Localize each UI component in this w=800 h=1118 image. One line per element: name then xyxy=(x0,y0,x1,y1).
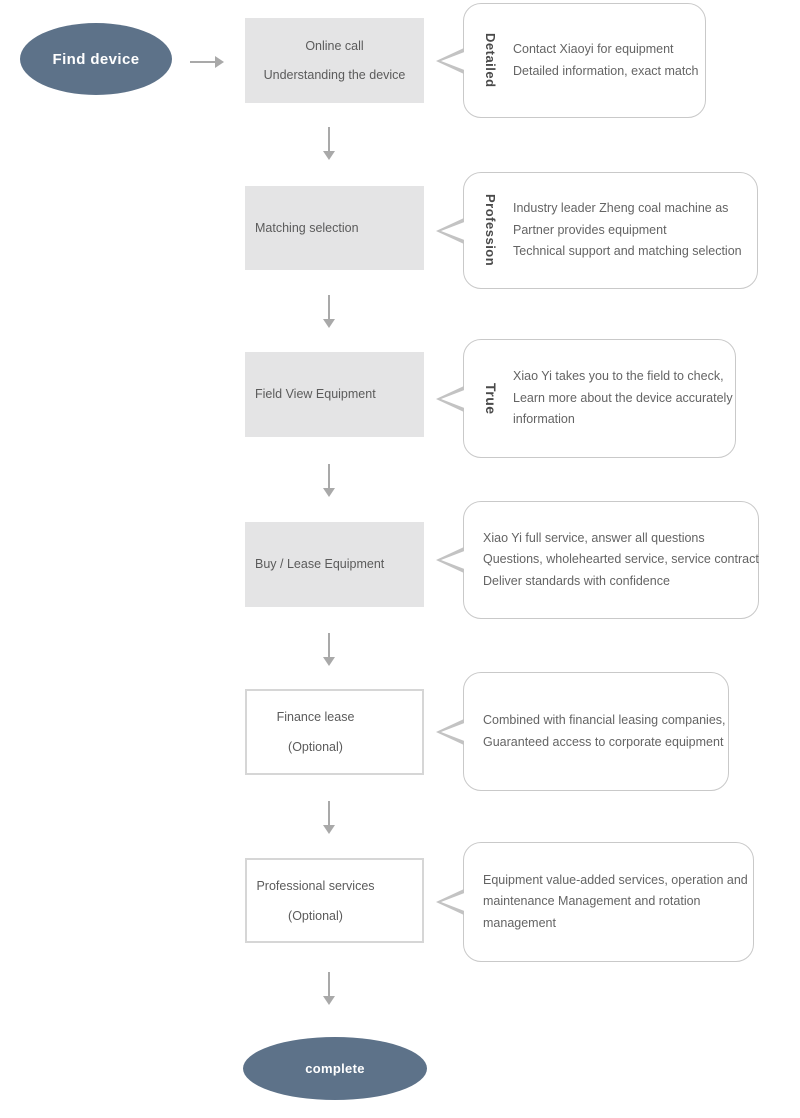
step-box-finance-lease: Finance lease (Optional) xyxy=(245,689,424,775)
callout-text-line: Contact Xiaoyi for equipment xyxy=(513,42,674,56)
start-node-label: Find device xyxy=(52,50,140,68)
callout-text-line: Combined with financial leasing companie… xyxy=(483,713,726,727)
callout-detailed: Detailed Contact Xiaoyi for equipment De… xyxy=(436,3,706,118)
end-node-label: complete xyxy=(305,1061,365,1076)
start-node: Find device xyxy=(20,23,172,95)
callout-text: Xiao Yi takes you to the field to check,… xyxy=(513,366,733,431)
arrow-shaft xyxy=(328,127,330,151)
arrow-head xyxy=(323,657,335,666)
end-node: complete xyxy=(243,1037,427,1100)
step-box-label: Understanding the device xyxy=(263,67,406,82)
callout-text-line: Guaranteed access to corporate equipment xyxy=(483,734,724,749)
step-box-label: Professional services xyxy=(256,878,375,893)
step-box-label: Matching selection xyxy=(255,220,359,235)
callout-text-line: maintenance Management and rotation xyxy=(483,894,701,909)
callout-text: Equipment value-added services, operatio… xyxy=(483,870,748,935)
callout-text-line: Questions, wholehearted service, service… xyxy=(483,552,759,567)
arrow-shaft xyxy=(190,61,215,63)
arrow-head xyxy=(215,56,224,68)
step-box-label: Online call xyxy=(305,38,364,53)
arrow-shaft xyxy=(328,464,330,488)
step-box-label: (Optional) xyxy=(288,740,343,754)
callout-tag-label: Profession xyxy=(483,194,498,267)
callout-text-line: Technical support and matching selection xyxy=(513,244,742,259)
callout-text-line: information xyxy=(513,412,575,427)
arrow-head xyxy=(323,151,335,160)
arrow-shaft xyxy=(328,972,330,996)
callout-text: Industry leader Zheng coal machine as Pa… xyxy=(513,198,742,263)
step-box-label: Finance lease xyxy=(276,710,355,724)
step-box-matching-selection: Matching selection xyxy=(245,186,424,270)
callout-tag-label: Detailed xyxy=(483,33,498,88)
callout-text: Combined with financial leasing companie… xyxy=(483,710,726,753)
callout-text-line: Detailed information, exact match xyxy=(513,63,699,78)
callout-tag-label: True xyxy=(483,382,499,415)
step-box-professional-services: Professional services (Optional) xyxy=(245,858,424,943)
callout-text-line: management xyxy=(483,915,556,930)
callout-text-line: Equipment value-added services, operatio… xyxy=(483,872,748,887)
arrow-head xyxy=(323,319,335,328)
arrow-shaft xyxy=(328,633,330,657)
arrow-head xyxy=(323,996,335,1005)
callout-professional-services: Equipment value-added services, operatio… xyxy=(436,842,754,962)
arrow-shaft xyxy=(328,801,330,825)
callout-full-service: Xiao Yi full service, answer all questio… xyxy=(436,501,759,619)
arrow-head xyxy=(323,825,335,834)
callout-profession: Profession Industry leader Zheng coal ma… xyxy=(436,172,758,289)
step-box-label: Buy / Lease Equipment xyxy=(255,557,385,571)
callout-text-line: Xiao Yi full service, answer all questio… xyxy=(483,530,705,545)
step-box-buy-lease: Buy / Lease Equipment xyxy=(245,522,424,607)
callout-text-line: Learn more about the device accurately xyxy=(513,390,733,405)
callout-finance-lease: Combined with financial leasing companie… xyxy=(436,672,729,791)
callout-text-line: Xiao Yi takes you to the field to check, xyxy=(513,369,724,384)
arrow-shaft xyxy=(328,295,330,319)
step-box-online-call: Online call Understanding the device xyxy=(245,18,424,103)
arrow-head xyxy=(323,488,335,497)
callout-text: Xiao Yi full service, answer all questio… xyxy=(483,528,759,593)
callout-true: True Xiao Yi takes you to the field to c… xyxy=(436,339,736,458)
step-box-label: (Optional) xyxy=(288,908,343,923)
callout-text-line: Partner provides equipment xyxy=(513,222,667,237)
callout-text-line: Deliver standards with confidence xyxy=(483,573,670,588)
callout-text: Contact Xiaoyi for equipment Detailed in… xyxy=(513,39,699,82)
step-box-field-view: Field View Equipment xyxy=(245,352,424,437)
step-box-label: Field View Equipment xyxy=(255,387,376,401)
callout-text-line: Industry leader Zheng coal machine as xyxy=(513,201,729,216)
